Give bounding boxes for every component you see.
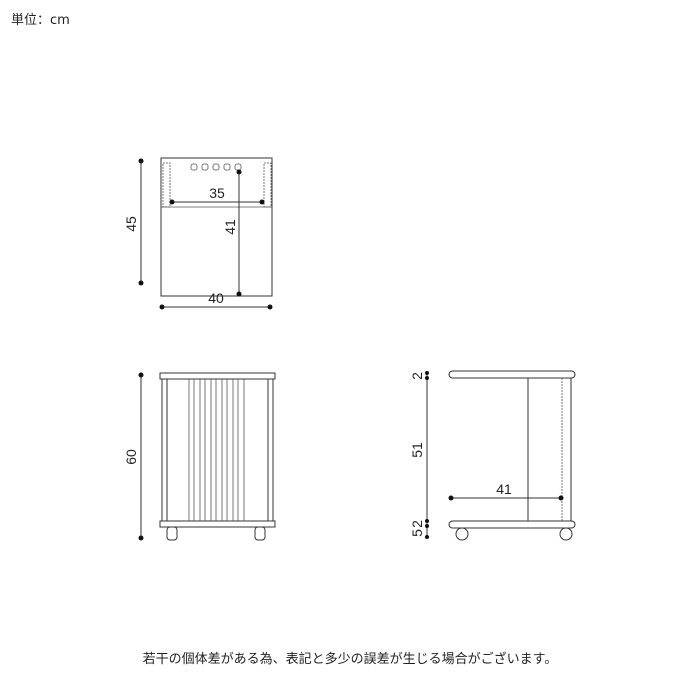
top-thickness-label: 2 [409, 372, 425, 380]
caster [254, 526, 266, 541]
unit-label: 単位：cm [11, 13, 70, 28]
inner-width-label: 35 [209, 185, 225, 201]
top-view: 45 35 41 40 [123, 157, 273, 310]
width-label: 40 [208, 290, 224, 306]
caster-height-label: 5 [409, 529, 425, 537]
bottom-thickness-label: 2 [409, 520, 425, 528]
handle-holes [190, 163, 242, 171]
caster [166, 526, 178, 541]
caster [559, 527, 573, 541]
height-label: 60 [123, 449, 139, 465]
side-inner-depth-label: 41 [496, 481, 512, 497]
side-view: 2 51 2 5 41 [409, 370, 576, 541]
inner-depth-label: 41 [222, 219, 238, 235]
inner-height-label: 51 [409, 442, 425, 458]
caster [455, 527, 469, 541]
front-view: 60 [123, 372, 276, 541]
depth-label: 45 [123, 216, 139, 232]
disclaimer-note: 若干の個体差がある為、表記と多少の誤差が生じる場合がございます。 [142, 652, 558, 667]
